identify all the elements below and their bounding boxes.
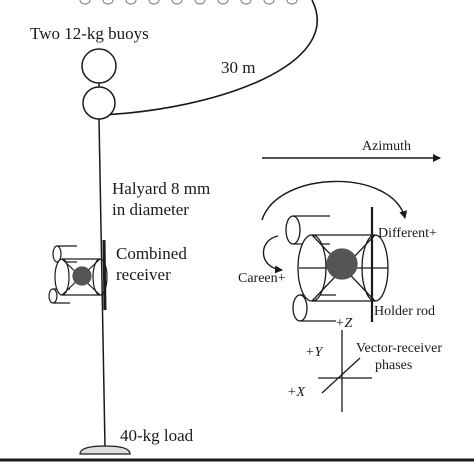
large-receiver [285, 215, 389, 322]
buoys-label: Two 12-kg buoys [30, 24, 149, 43]
load-label: 40-kg load [120, 426, 194, 445]
holder-rod-label: Holder rod [374, 304, 436, 319]
axis-z-label: +Z [335, 316, 353, 331]
axes [318, 330, 372, 412]
halyard-label-line1: Halyard 8 mm [112, 179, 211, 198]
mooring-rope [99, 0, 319, 116]
small-receiver [48, 245, 108, 304]
different-label: Different+ [378, 226, 437, 241]
upper-buoy [81, 48, 117, 84]
axis-x-label: +X [287, 385, 305, 400]
axis-y-label: +Y [305, 345, 323, 360]
phases-label-line1: Vector-receiver [356, 341, 442, 356]
careen-rotation-arc [262, 235, 283, 274]
load-weight [79, 445, 131, 455]
rope-length-label: 30 m [221, 58, 256, 77]
careen-label: Careen+ [238, 271, 286, 286]
phases-label-line2: phases [375, 358, 413, 373]
azimuth-label: Azimuth [362, 139, 411, 154]
receiver-label-line2: receiver [116, 265, 171, 284]
receiver-label-line1: Combined [116, 244, 187, 263]
surface-floats [79, 0, 298, 5]
halyard-label-line2: in diameter [112, 200, 189, 219]
small-receiver-rod [102, 239, 107, 311]
azimuth-rotation-arc [261, 180, 408, 221]
lower-buoy [82, 86, 116, 120]
halyard [98, 118, 106, 448]
